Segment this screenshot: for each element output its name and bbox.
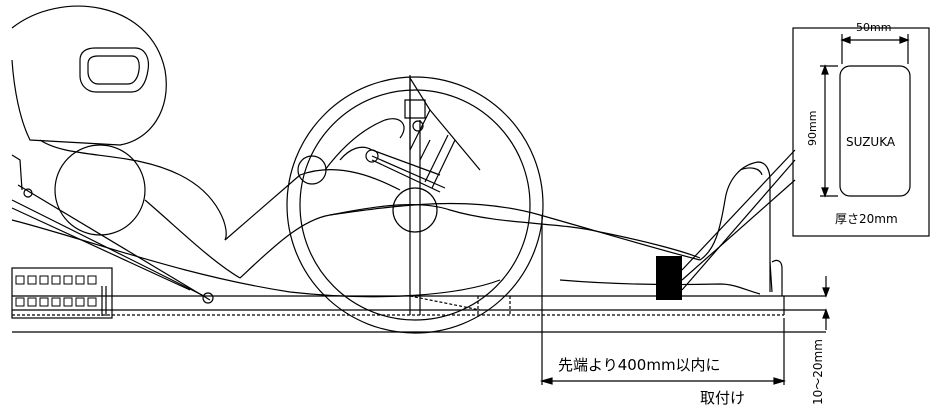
- gap-dimension: [822, 276, 830, 330]
- label-gap: 10〜20mm: [811, 339, 825, 405]
- mount-dimension: [539, 215, 787, 385]
- front-bumper: [699, 161, 783, 296]
- detail-leader: [681, 159, 796, 291]
- chassis-lines: [12, 295, 826, 333]
- rear-blocks: [11, 267, 113, 319]
- driver-body: [11, 139, 761, 298]
- number-plate-detail: [792, 27, 930, 237]
- helmet: [11, 5, 167, 146]
- label-thickness: 厚さ20mm: [835, 212, 898, 226]
- label-mount-line2: 取付け: [700, 389, 745, 407]
- number-plate: [656, 256, 682, 300]
- label-width: 50mm: [856, 21, 891, 34]
- steering-wheel: [286, 75, 544, 334]
- driver-arm: [297, 118, 456, 193]
- label-mount-line1: 先端より400mm以内に: [558, 356, 721, 374]
- label-plate-text: SUZUKA: [846, 135, 896, 149]
- steering-rods: [11, 184, 214, 304]
- label-height: 90mm: [806, 111, 819, 146]
